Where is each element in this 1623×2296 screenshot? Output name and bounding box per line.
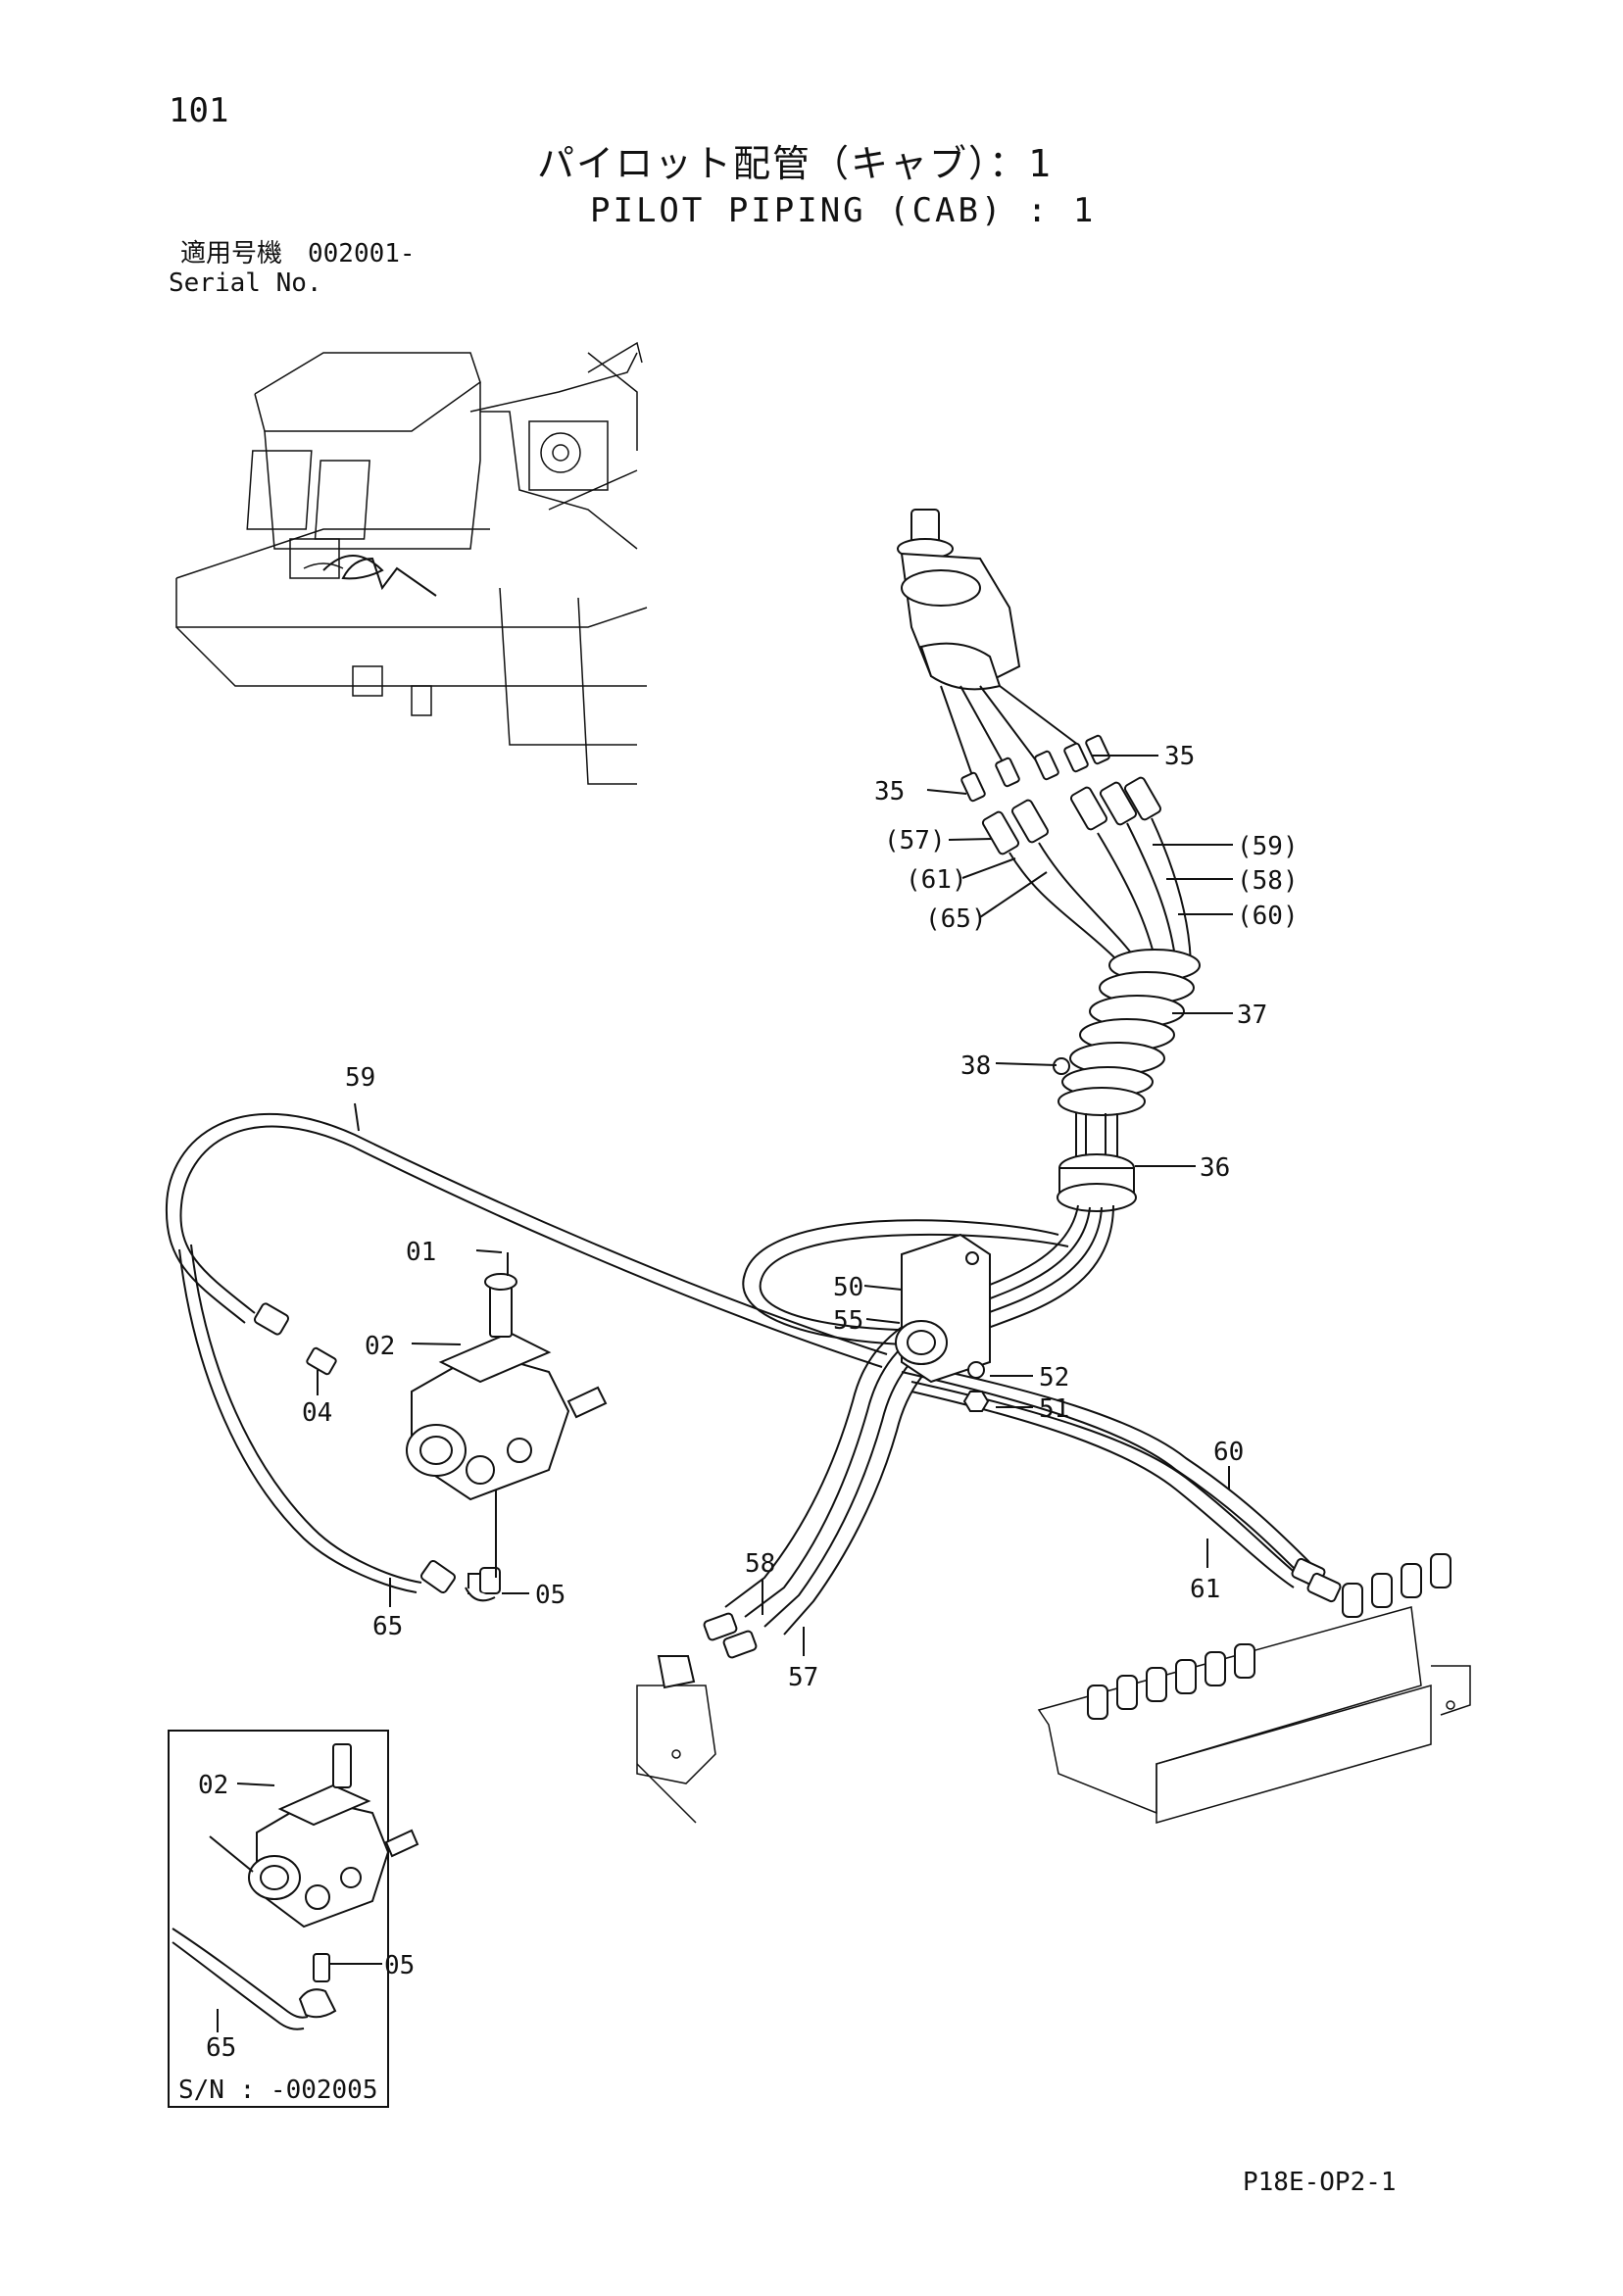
inset-serial-note: S/N : -002005	[178, 2076, 378, 2105]
callout-51: 51	[1039, 1394, 1069, 1424]
callout-61: 61	[1190, 1575, 1220, 1604]
grommet	[1057, 1113, 1137, 1212]
main-hose-runs	[165, 1112, 1314, 1636]
pilot-valve-assembly	[897, 509, 1079, 785]
machine-overview-illustration	[175, 341, 648, 785]
bracket-clamp	[895, 1233, 991, 1412]
callout-57: 57	[788, 1663, 818, 1692]
callout-59-optional: (59)	[1237, 832, 1299, 861]
manifold-fittings	[1087, 1553, 1451, 1720]
callout-50: 50	[833, 1273, 863, 1302]
callout-01: 01	[406, 1238, 436, 1267]
inset-elbow-fitting	[298, 1953, 337, 2019]
serial-applicability-japanese: 適用号機 002001-	[180, 239, 416, 269]
callout-05: 05	[535, 1581, 566, 1610]
shuttle-valve	[406, 1273, 608, 1501]
callout-60-optional: (60)	[1237, 902, 1299, 931]
callout-58: 58	[745, 1549, 775, 1579]
inset-shuttle-valve	[248, 1743, 419, 1929]
page-title-japanese: パイロット配管（キャブ）：1	[537, 142, 1053, 185]
fitting-group-35	[960, 734, 1110, 803]
callout-60: 60	[1213, 1438, 1244, 1467]
inset-serial-variant: 02 05 65	[168, 1730, 419, 2108]
callout-02: 02	[365, 1332, 395, 1361]
callout-55: 55	[833, 1306, 863, 1336]
callout-65-optional: (65)	[925, 904, 987, 934]
inset-callout-65: 65	[206, 2033, 236, 2063]
callout-61-optional: (61)	[906, 865, 967, 895]
hose-connector-group	[981, 776, 1162, 855]
callout-04: 04	[302, 1398, 332, 1428]
callout-36: 36	[1200, 1153, 1230, 1183]
callout-37: 37	[1237, 1001, 1267, 1030]
hose-end-fittings	[703, 1557, 1342, 1659]
callout-58-optional: (58)	[1237, 866, 1299, 896]
callout-57-optional: (57)	[884, 826, 946, 855]
control-valve-manifold	[1037, 1553, 1471, 1824]
document-code: P18E-OP2-1	[1243, 2168, 1397, 2197]
protective-boot	[1053, 949, 1201, 1116]
callout-65: 65	[372, 1612, 403, 1641]
lower-bracket-elbow	[636, 1655, 716, 1824]
inset-callout-02: 02	[198, 1771, 228, 1800]
callout-labels: 35 35 (57) (61) (65) (59) (58) (60) 37 3…	[302, 742, 1299, 1692]
callout-35-lower: 35	[874, 777, 905, 806]
callout-59: 59	[345, 1063, 375, 1093]
page-number: 101	[169, 91, 229, 130]
callout-38: 38	[960, 1051, 991, 1081]
left-hose-fittings	[253, 1302, 491, 1594]
callout-52: 52	[1039, 1363, 1069, 1392]
leader-lines	[317, 755, 1233, 1656]
inset-callout-05: 05	[384, 1951, 415, 1980]
serial-label: Serial No.	[169, 269, 322, 298]
callout-35-upper: 35	[1164, 742, 1195, 771]
page-title-english: PILOT PIPING (CAB) : 1	[590, 191, 1097, 230]
